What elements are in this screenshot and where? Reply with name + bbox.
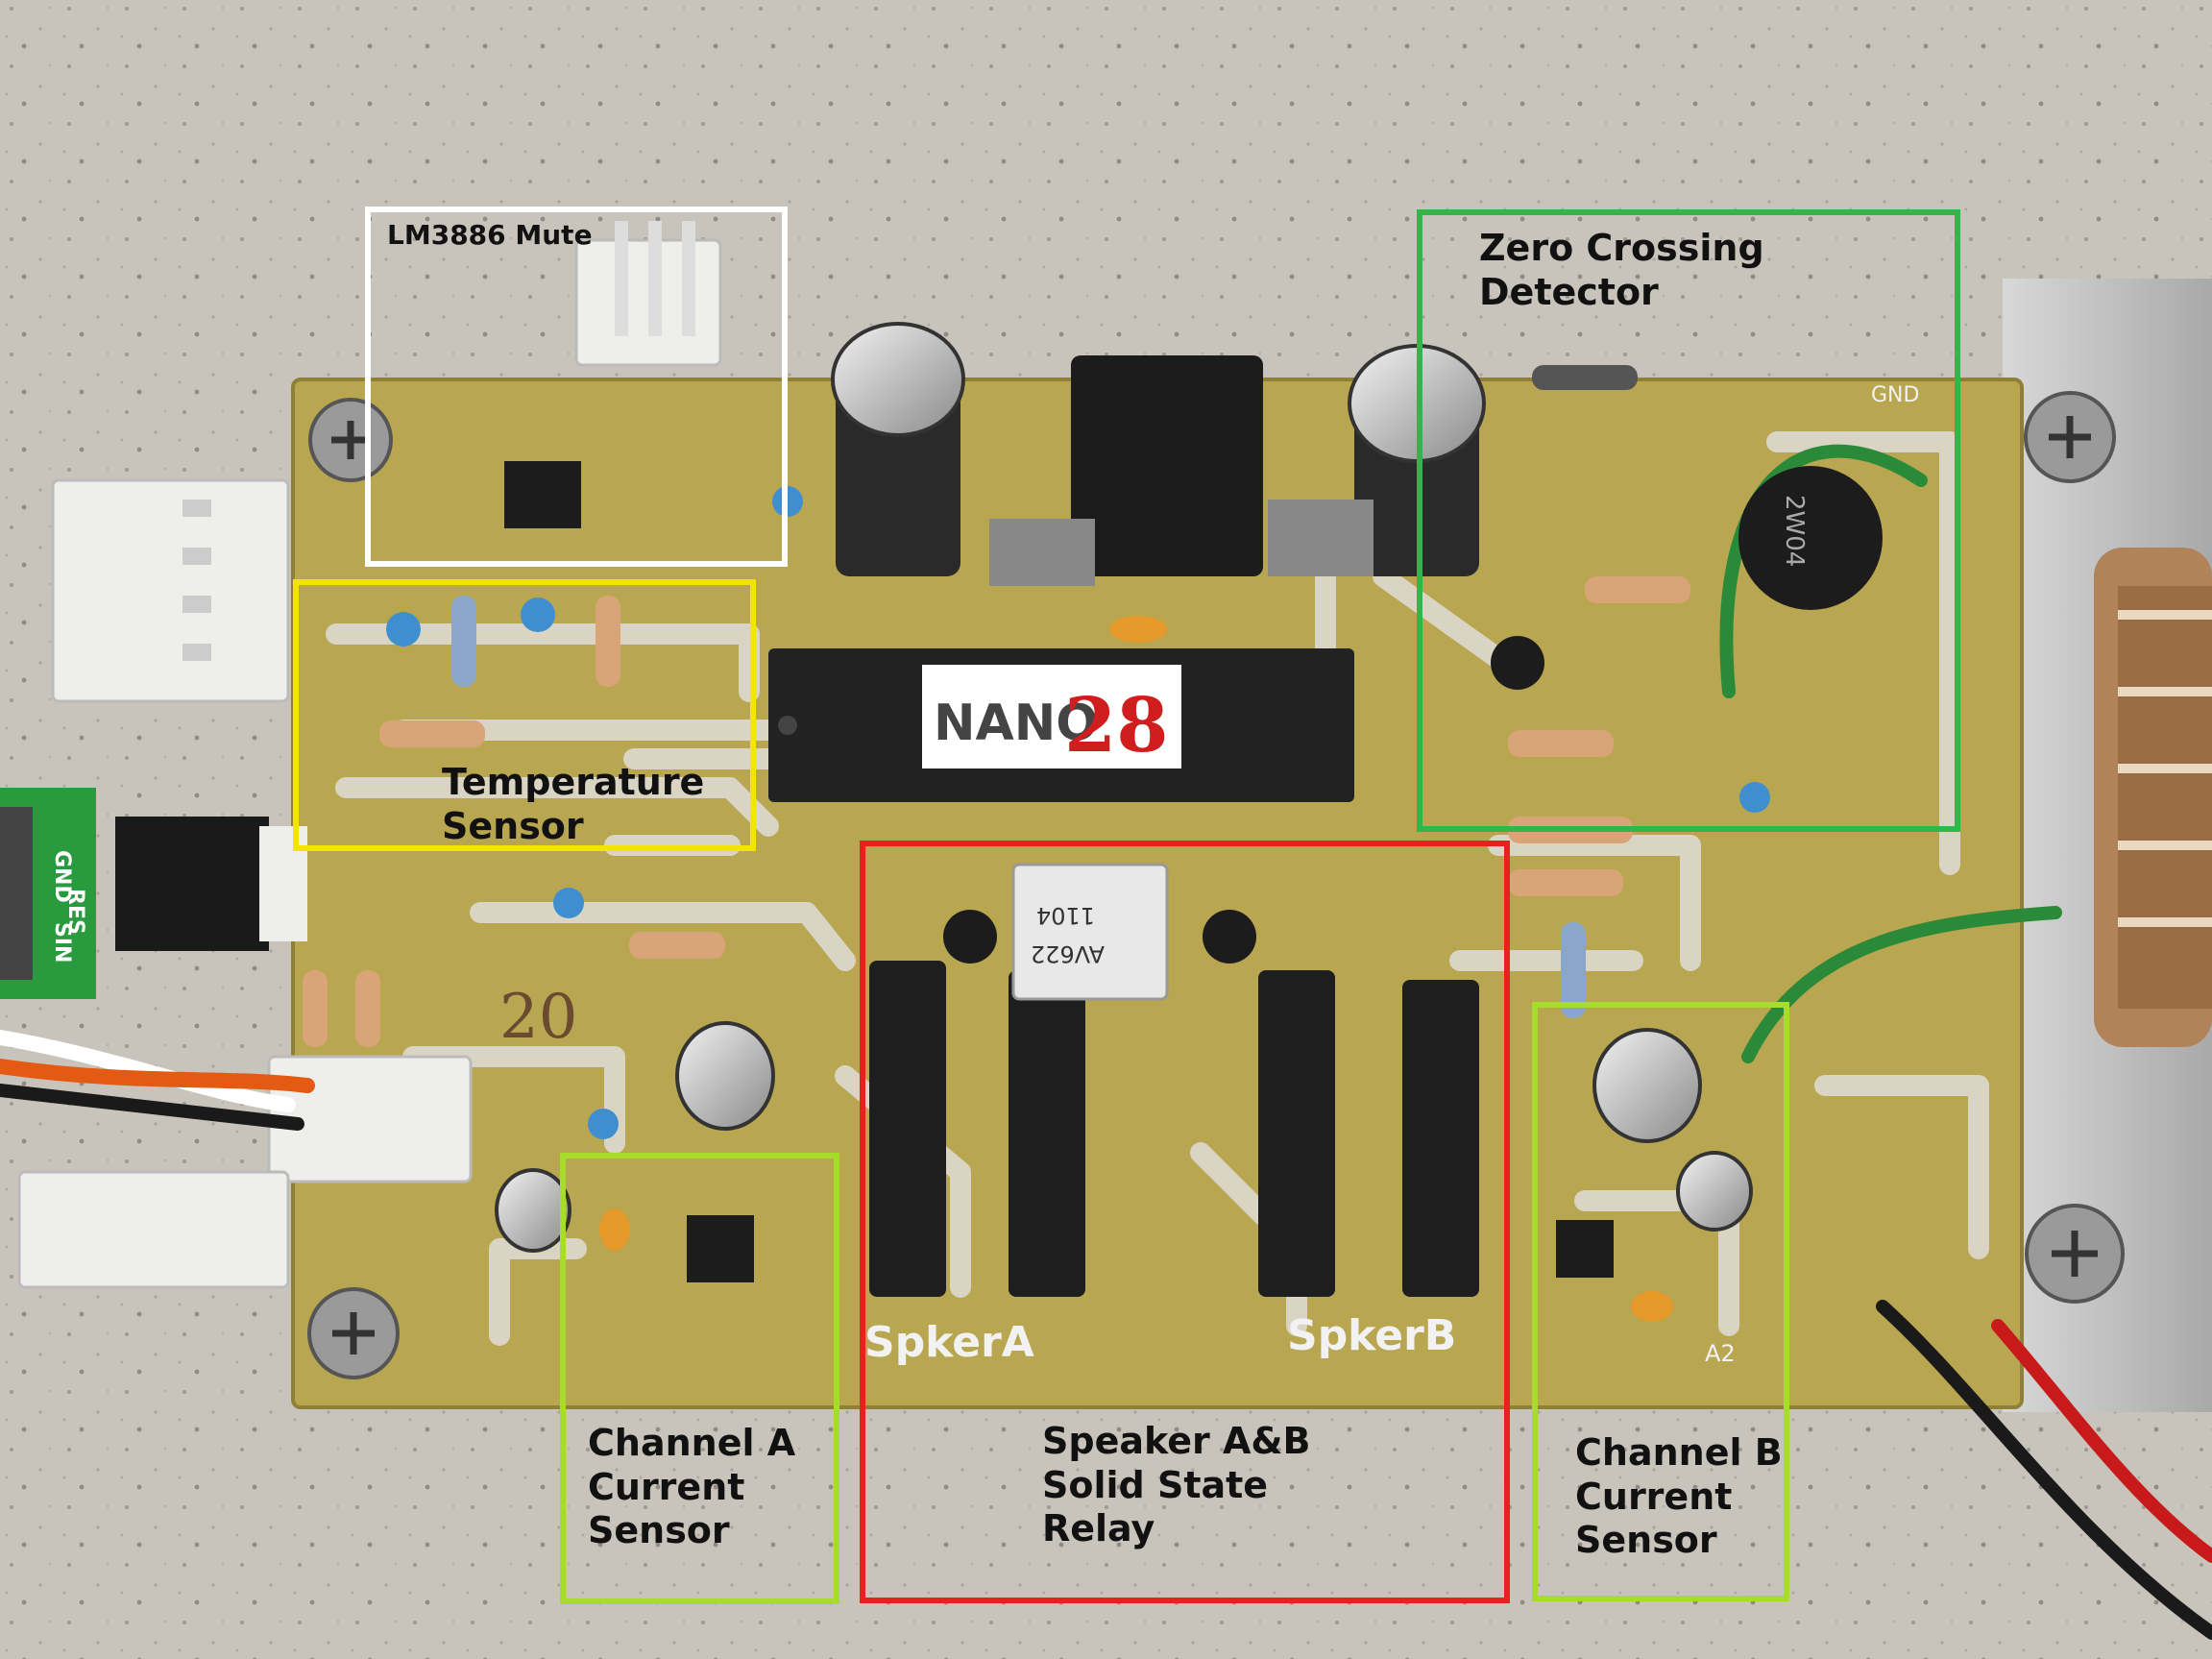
bridge-marking: 2W04 — [1780, 495, 1809, 567]
header-pin-res: RES — [63, 889, 87, 935]
chip-label-suffix: 28 — [1064, 682, 1169, 769]
speaker-relay-box — [860, 841, 1510, 1603]
channel-b-box — [1532, 1002, 1789, 1601]
bridge-rectifier: 2W04 — [1738, 466, 1883, 610]
lm3886-mute-box — [365, 207, 788, 567]
silkscreen-gnd: GND — [1871, 383, 1919, 407]
handwritten-marking: 20 — [499, 982, 577, 1053]
microcontroller: NANO 28 — [768, 648, 1354, 802]
ceramic-capacitors — [386, 486, 1770, 1322]
channel-a-label: Channel A Current Sensor — [588, 1422, 796, 1552]
channel-b-label: Channel B Current Sensor — [1575, 1431, 1783, 1562]
transformer — [2094, 548, 2212, 1047]
small-components — [504, 461, 1614, 1282]
header-pin-gnd: GND — [50, 850, 74, 903]
left-connectors — [17, 478, 473, 1289]
silkscreen-spker-a: SpkerA — [864, 1318, 1034, 1367]
mounting-screws — [307, 391, 2125, 1379]
optocoupler-marking-1: 1104 — [1036, 902, 1095, 929]
zero-crossing-box — [1417, 209, 1960, 832]
silkscreen-spker-b: SpkerB — [1287, 1311, 1456, 1360]
lm3886-mute-label: LM3886 Mute — [387, 219, 593, 251]
resistors — [303, 365, 1690, 1047]
chip-label-prefix: NANO — [934, 695, 1099, 752]
speaker-relay-label: Speaker A&B Solid State Relay — [1042, 1420, 1311, 1550]
mute-connector — [574, 221, 722, 367]
zero-crossing-label: Zero Crossing Detector — [1479, 227, 1764, 313]
temperature-sensor-label: Temperature Sensor — [442, 761, 705, 847]
electrolytic-capacitors — [495, 322, 1753, 1253]
optocoupler-marking-2: AV622 — [1031, 940, 1105, 967]
solid-state-relays: 1104 AV622 — [869, 863, 1479, 1297]
header-board: GND RES SIN — [0, 788, 96, 999]
channel-a-box — [560, 1153, 839, 1604]
temperature-sensor-box — [293, 579, 756, 851]
voltage-regulators — [989, 355, 1373, 586]
silkscreen-a2: A2 — [1705, 1340, 1736, 1367]
header-pin-sin: SIN — [50, 922, 74, 963]
